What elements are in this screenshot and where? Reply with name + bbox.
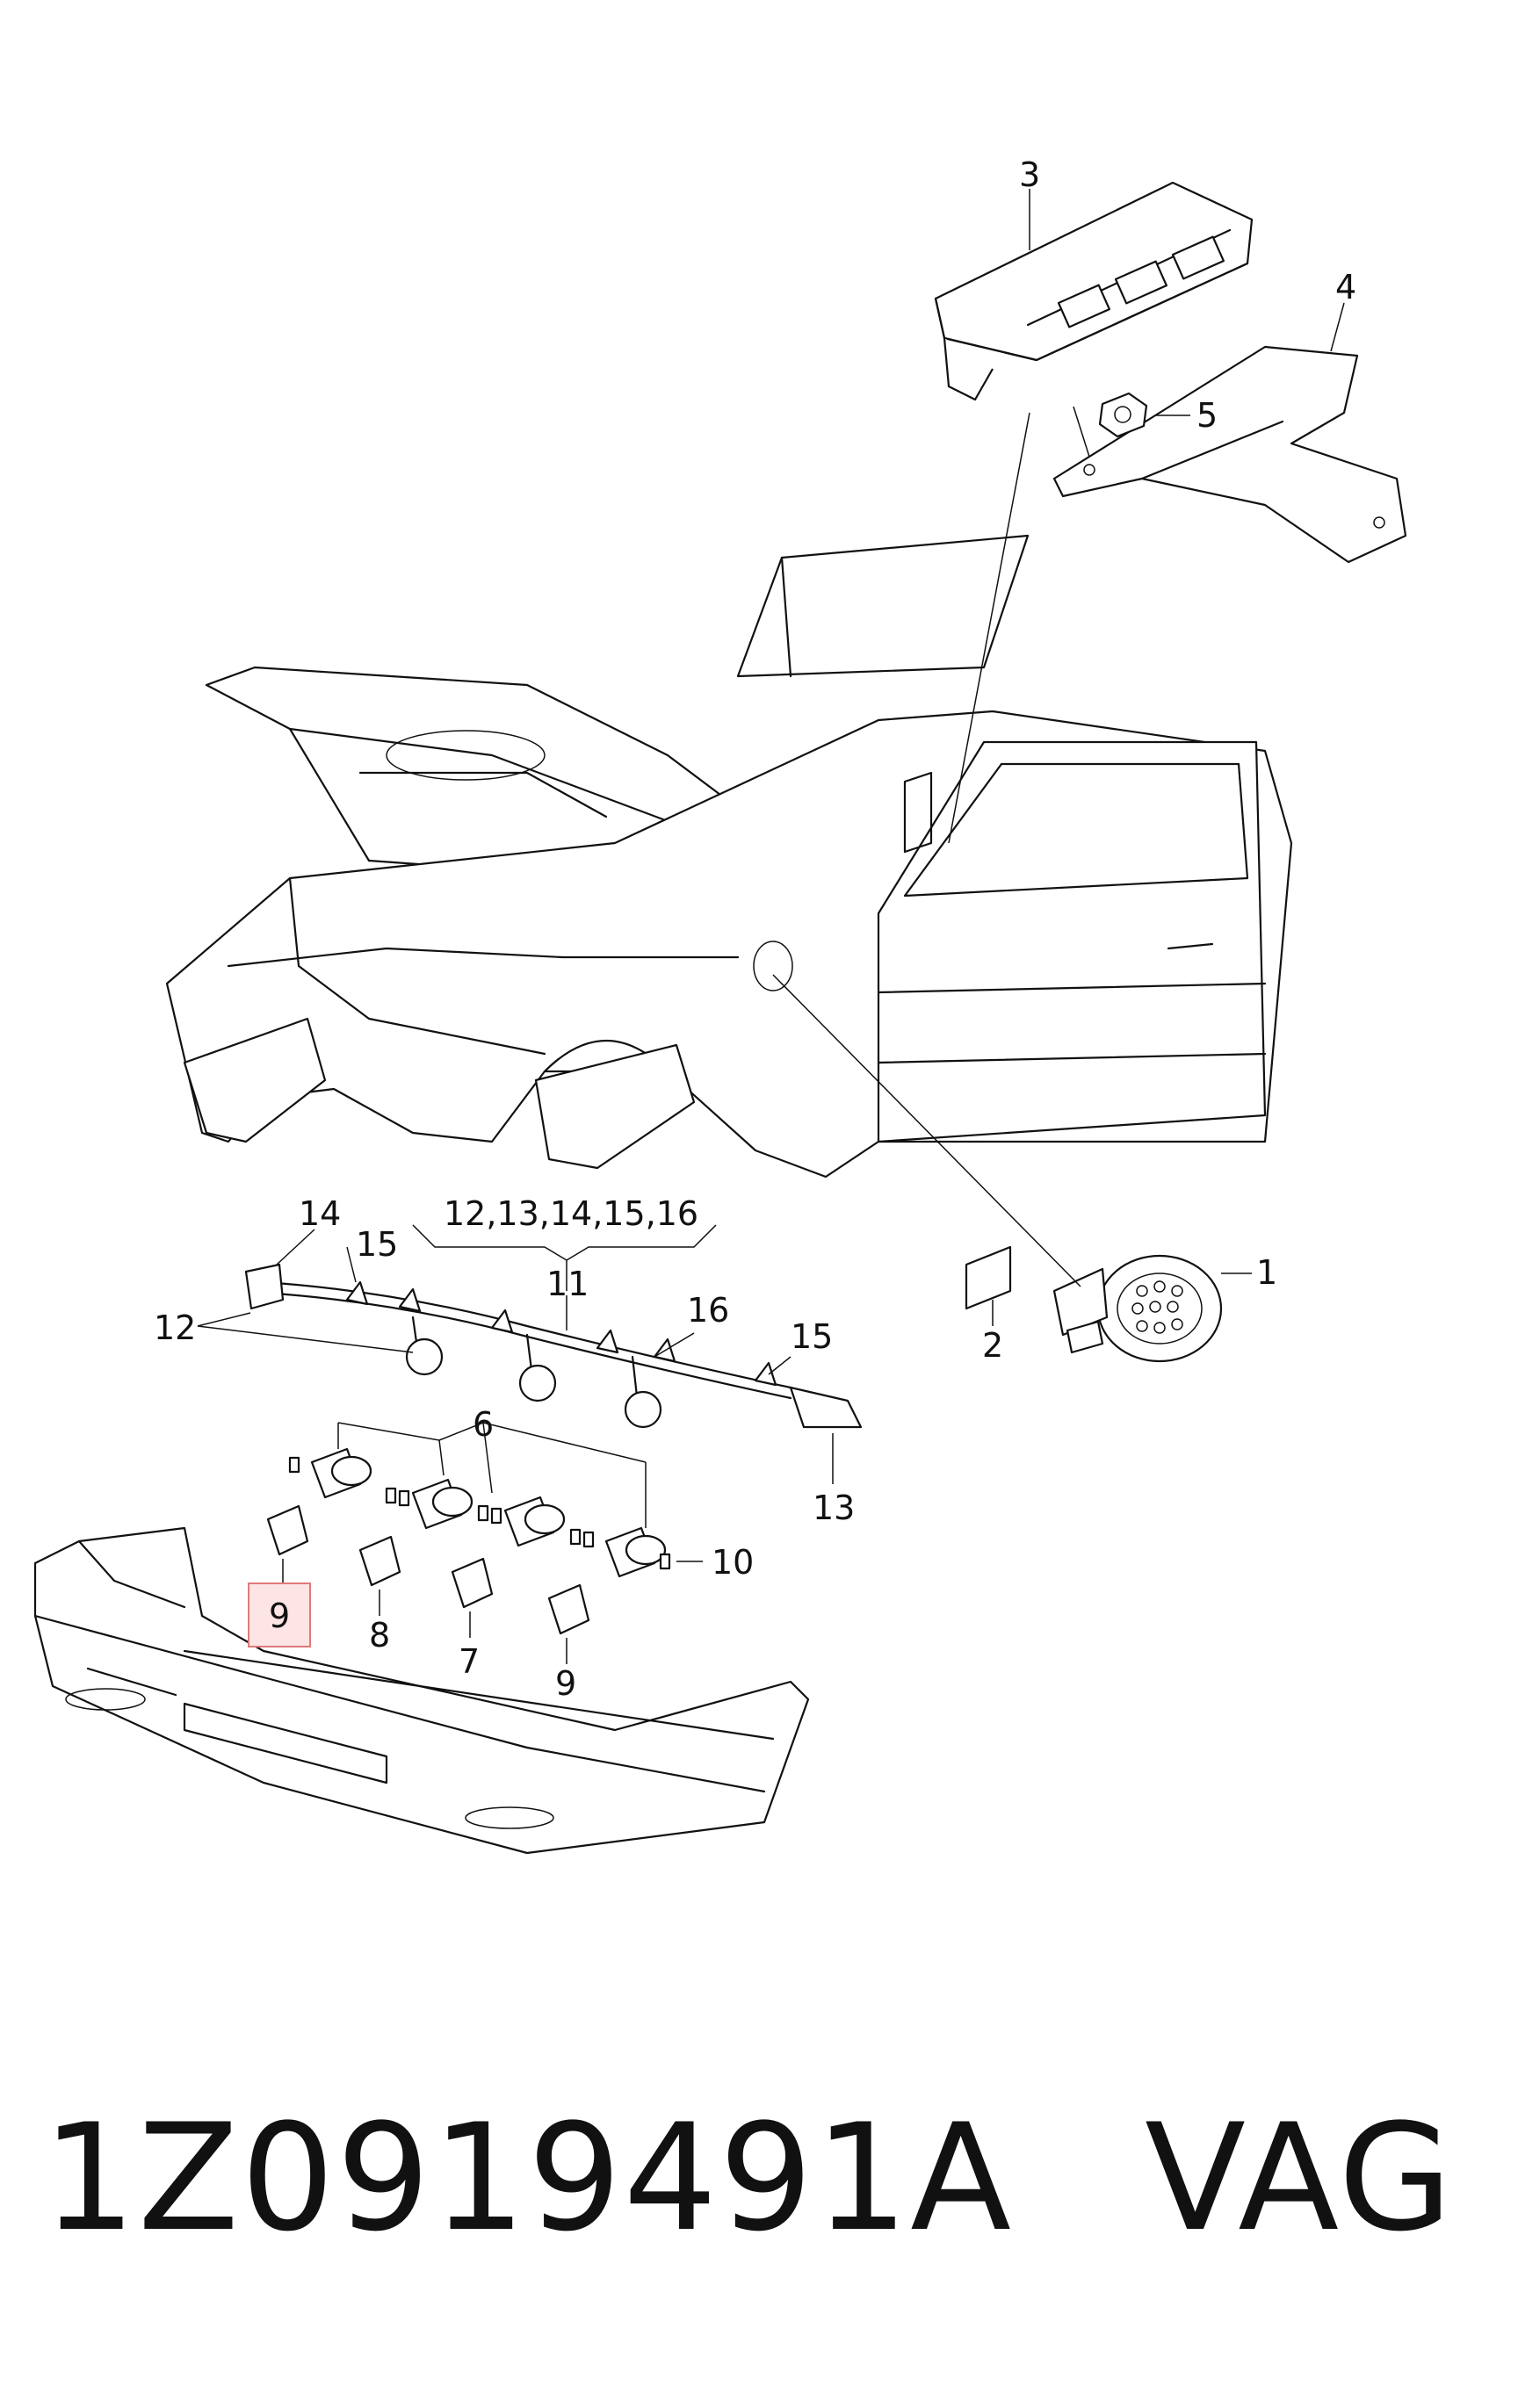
label-16: 16: [687, 1291, 729, 1330]
control-unit: [934, 181, 1254, 401]
bracket: [1052, 345, 1407, 564]
car-body: [165, 534, 1293, 1179]
label-8: 8: [369, 1616, 390, 1655]
label-2: 2: [982, 1326, 1003, 1365]
label-10: 10: [712, 1543, 754, 1582]
callout-labels: 3 4 5 1 2 14 12,13,14,15,16 15 11 16 12 …: [154, 155, 1356, 1703]
label-6: 6: [473, 1405, 494, 1444]
label-9: 9: [555, 1664, 576, 1703]
label-11: 11: [546, 1265, 589, 1303]
label-15-right: 15: [791, 1317, 833, 1356]
label-13: 13: [813, 1489, 855, 1527]
label-5: 5: [1196, 396, 1218, 435]
label-3: 3: [1019, 155, 1040, 194]
parking-sensors: [266, 1447, 671, 1635]
nut: [1098, 392, 1148, 438]
adhesive-pad: [965, 1245, 1012, 1310]
label-14: 14: [299, 1194, 341, 1233]
bumper: [33, 1526, 810, 1855]
part-number: 1Z0919491A: [42, 2092, 1014, 2264]
wiring-harness: [244, 1263, 863, 1429]
leader-lines: [197, 189, 1345, 1664]
buzzer: [1052, 1254, 1223, 1363]
highlight-box: [248, 1583, 311, 1647]
label-group: 12,13,14,15,16: [444, 1194, 698, 1233]
footer: 1Z0919491A VAG: [42, 2090, 1483, 2266]
label-15-left: 15: [356, 1225, 398, 1264]
label-12: 12: [154, 1309, 196, 1347]
label-1: 1: [1256, 1253, 1277, 1292]
brand-name: VAG: [1145, 2092, 1455, 2264]
label-9-highlighted: 9: [269, 1597, 290, 1635]
label-7: 7: [459, 1642, 480, 1681]
label-4: 4: [1335, 268, 1356, 306]
